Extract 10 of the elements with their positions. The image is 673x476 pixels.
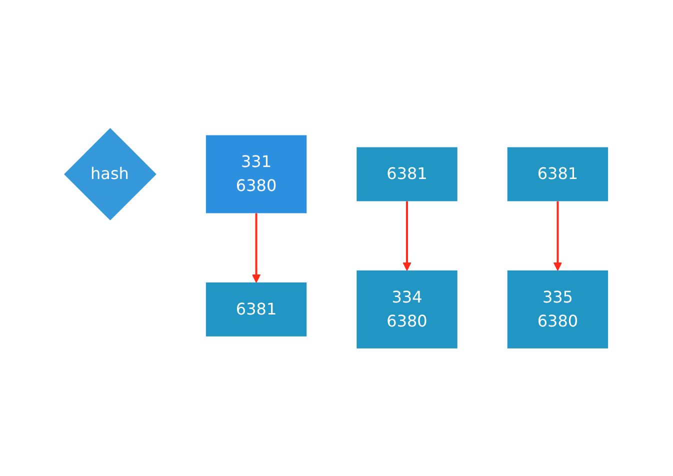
node-box: 331 6380 — [206, 135, 308, 213]
node-box: 335 6380 — [508, 270, 609, 348]
arrow — [403, 201, 412, 271]
node-box: 6381 — [357, 147, 458, 201]
arrow — [252, 213, 262, 283]
arrow — [554, 201, 563, 271]
node-diamond: hash — [64, 128, 157, 220]
node-box: 334 6380 — [357, 270, 458, 348]
node-box: 6381 — [206, 282, 308, 336]
node-box: 6381 — [508, 147, 609, 201]
